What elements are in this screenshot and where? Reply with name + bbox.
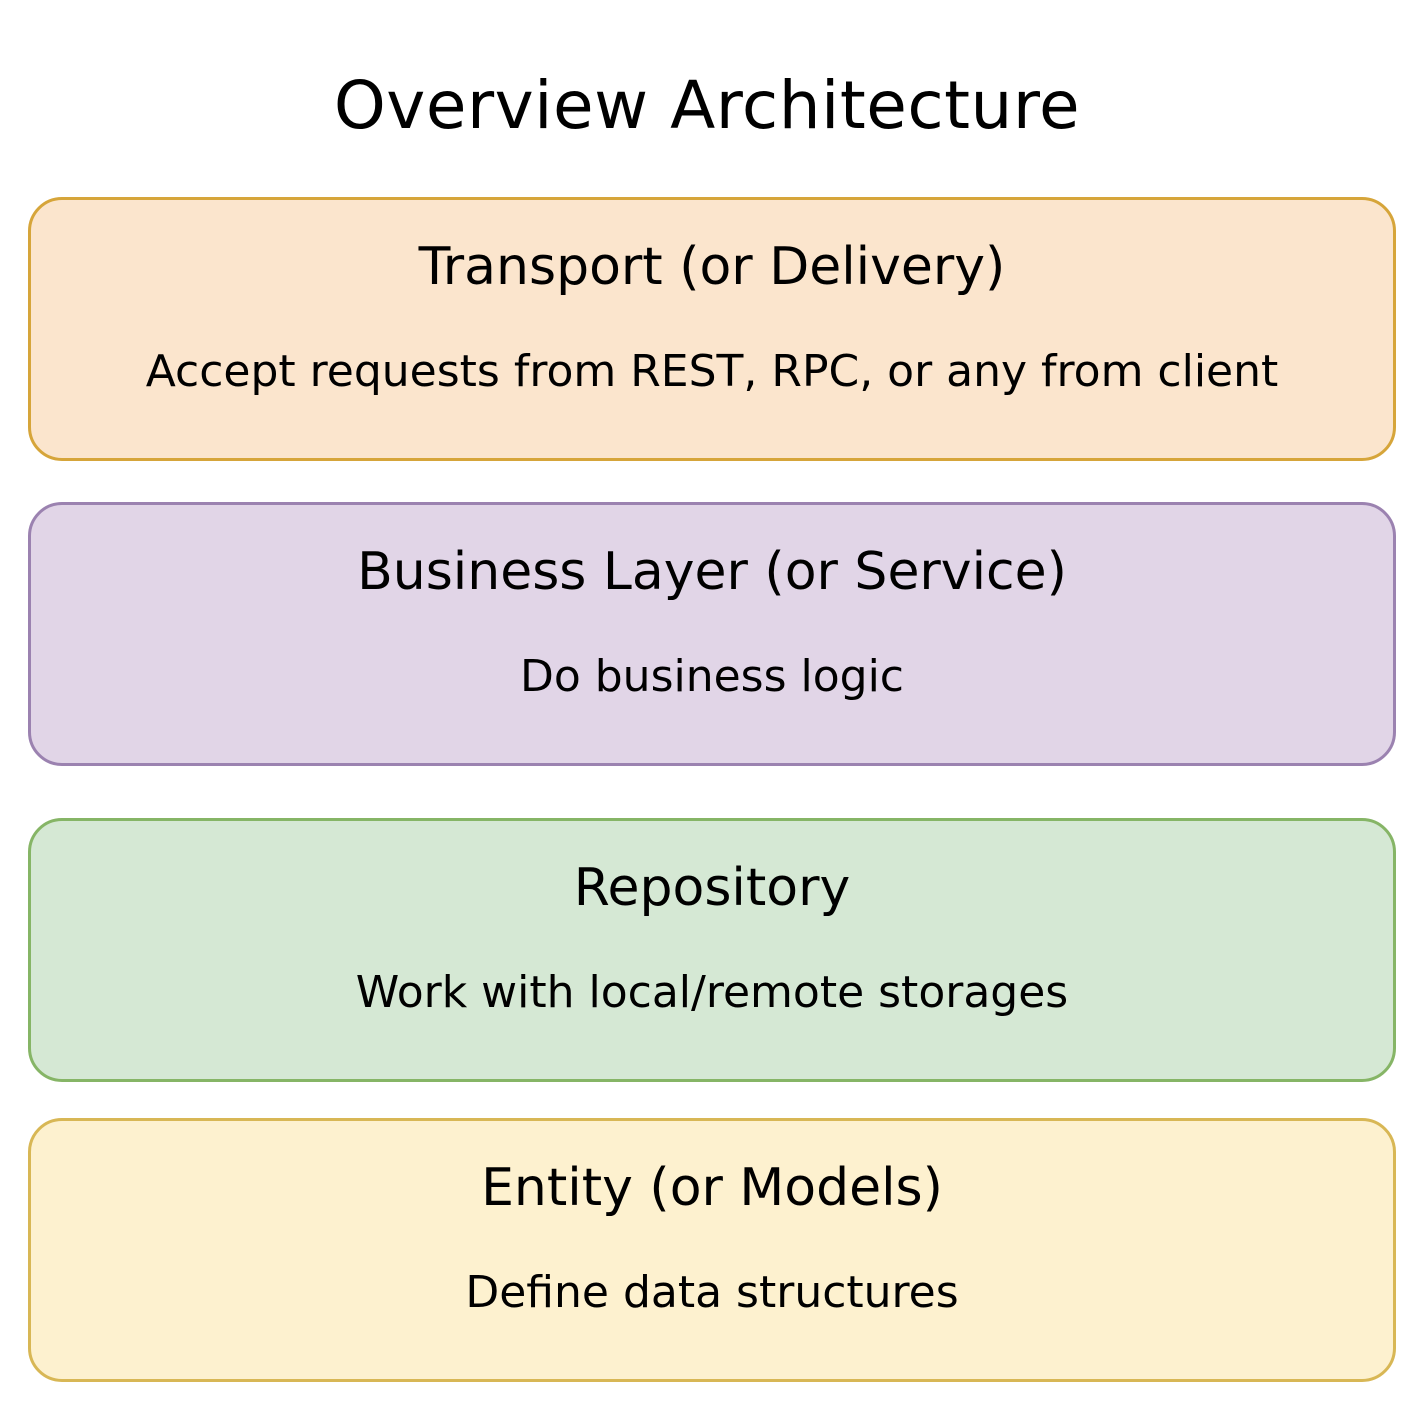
layer-description: Do business logic: [519, 651, 905, 702]
layer-business: Business Layer (or Service) Do business …: [28, 502, 1396, 766]
layer-transport: Transport (or Delivery) Accept requests …: [28, 197, 1396, 461]
layer-heading: Transport (or Delivery): [418, 237, 1006, 297]
layer-entity: Entity (or Models) Define data structure…: [28, 1118, 1396, 1382]
layer-description: Accept requests from REST, RPC, or any f…: [145, 346, 1279, 397]
layer-heading: Business Layer (or Service): [357, 542, 1067, 602]
layer-description: Work with local/remote storages: [355, 967, 1069, 1018]
layer-description: Define data structures: [465, 1267, 959, 1318]
diagram-title: Overview Architecture: [333, 67, 1081, 144]
layer-heading: Repository: [573, 858, 851, 918]
layer-repository: Repository Work with local/remote storag…: [28, 818, 1396, 1082]
layer-heading: Entity (or Models): [481, 1158, 943, 1218]
